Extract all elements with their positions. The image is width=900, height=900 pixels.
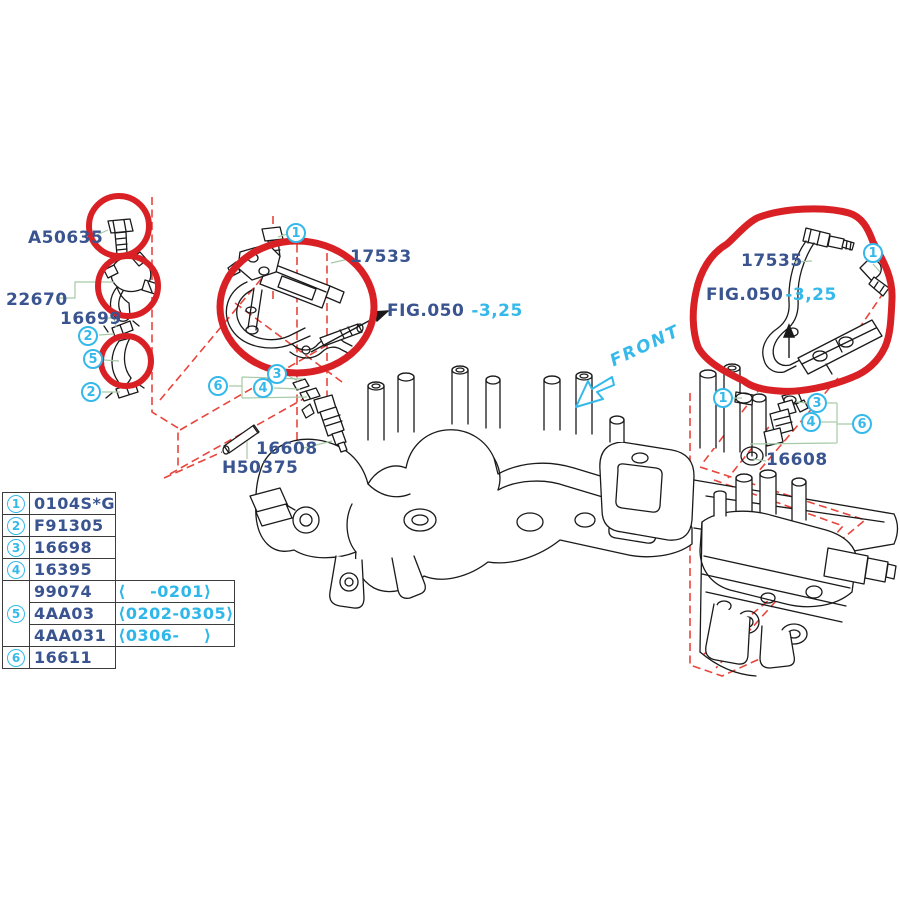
table-row: 4AA031 ⟨0306- ⟩ bbox=[3, 624, 235, 647]
fig-number: FIG.050 bbox=[387, 301, 465, 321]
callout-5-left: 5 bbox=[83, 349, 103, 369]
hose-99074-drawing bbox=[111, 337, 132, 386]
callout-1-right-low: 1 bbox=[713, 388, 733, 408]
fuel-rail-17533-drawing bbox=[225, 226, 364, 359]
legend-date-range: ⟨0306- ⟩ bbox=[115, 624, 235, 647]
label-a50635: A50635 bbox=[28, 228, 104, 248]
table-row: 3 16698 bbox=[2, 536, 235, 559]
table-row: 6 16611 bbox=[2, 646, 235, 669]
callout-1-right-top: 1 bbox=[863, 243, 883, 263]
callout-3-mid: 3 bbox=[267, 364, 287, 384]
label-17535: 17535 bbox=[741, 251, 803, 271]
callout-4-mid: 4 bbox=[253, 378, 273, 398]
legend-callout-3: 3 bbox=[7, 539, 25, 558]
label-fig050-mid: FIG.050 -3,25 bbox=[387, 301, 523, 321]
legend-part: 99074 bbox=[28, 580, 117, 603]
label-fig050-right: FIG.050-3,25 bbox=[706, 285, 837, 305]
fuel-pipe-17535-drawing bbox=[762, 227, 883, 375]
callout-1-mid: 1 bbox=[286, 223, 306, 243]
legend-callout-2: 2 bbox=[7, 517, 25, 536]
label-16608-mid: 16608 bbox=[256, 439, 318, 459]
fig-arrows bbox=[310, 310, 796, 358]
callout-6-mid: 6 bbox=[208, 376, 228, 396]
label-17533: 17533 bbox=[350, 247, 412, 267]
callout-3-right: 3 bbox=[807, 393, 827, 413]
pipe-h50375-drawing bbox=[222, 424, 260, 455]
leader-lines bbox=[58, 229, 881, 462]
legend-part: 16698 bbox=[28, 536, 117, 559]
legend-part: F91305 bbox=[28, 514, 117, 537]
label-16699: 16699 bbox=[60, 309, 122, 329]
legend-callout-4: 4 bbox=[7, 561, 25, 580]
legend-callout-5: 5 bbox=[7, 605, 25, 624]
table-row: 1 0104S*G bbox=[2, 492, 235, 515]
legend-callout-1: 1 bbox=[7, 495, 25, 514]
table-row: 4AA03 ⟨0202-0305⟩ bbox=[3, 602, 235, 625]
bolt-a50635-drawing bbox=[107, 218, 134, 256]
table-row: 2 F91305 bbox=[2, 514, 235, 537]
fig-section: -3,25 bbox=[785, 285, 837, 305]
fig-number: FIG.050 bbox=[706, 285, 784, 305]
label-22670: 22670 bbox=[6, 290, 68, 310]
label-16608-right: 16608 bbox=[766, 450, 828, 470]
label-h50375: H50375 bbox=[222, 458, 299, 478]
legend-part: 0104S*G bbox=[28, 492, 117, 515]
callout-2-upper: 2 bbox=[78, 326, 98, 346]
callout-4-right: 4 bbox=[801, 412, 821, 432]
legend-callout-6: 6 bbox=[7, 649, 25, 668]
legend-part: 4AA031 bbox=[28, 624, 117, 647]
callout-2-lower: 2 bbox=[81, 382, 101, 402]
legend-date-range: ⟨0202-0305⟩ bbox=[115, 602, 235, 625]
clamps-injector-mid-drawing bbox=[292, 378, 348, 453]
table-row: 4 16395 bbox=[2, 558, 235, 581]
legend-part: 16395 bbox=[28, 558, 117, 581]
table-row: 5 99074 ⟨ -0201⟩ bbox=[2, 580, 235, 647]
callout-6-right: 6 bbox=[852, 414, 872, 434]
legend-table: 1 0104S*G 2 F91305 3 16698 4 16395 5 990… bbox=[2, 492, 235, 669]
front-arrow-icon bbox=[575, 376, 615, 408]
legend-part: 16611 bbox=[28, 646, 117, 669]
legend-date-range: ⟨ -0201⟩ bbox=[115, 580, 235, 603]
legend-part: 4AA03 bbox=[28, 602, 117, 625]
red-highlight-marks bbox=[86, 193, 896, 395]
fig-section: -3,25 bbox=[471, 301, 523, 321]
clamp-16699-drawing bbox=[103, 320, 140, 338]
